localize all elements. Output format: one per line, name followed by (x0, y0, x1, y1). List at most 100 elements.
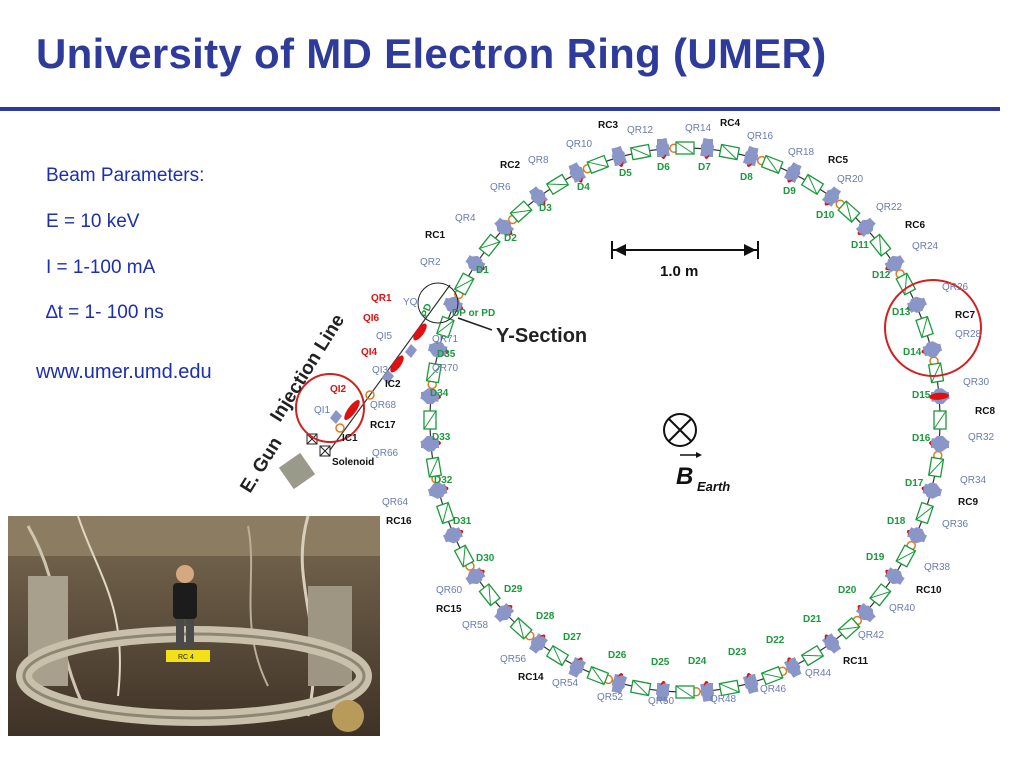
qr-label: QR56 (500, 654, 527, 665)
qr-label: QR58 (462, 620, 489, 631)
title-divider (0, 107, 1000, 111)
quadrupole (884, 255, 904, 272)
qr-label: QR30 (963, 377, 990, 388)
dipole-label: D21 (803, 614, 822, 625)
dipole-stripe (632, 679, 649, 696)
label-yq: YQ (403, 297, 418, 308)
rc-label: RC7 (955, 310, 975, 321)
qr-label: QR18 (788, 147, 815, 158)
quadrupole (783, 162, 801, 181)
dipole-stripe (719, 683, 740, 693)
qr-label: QR46 (760, 684, 787, 695)
injection-quad (405, 344, 417, 358)
dipole-label: D8 (740, 172, 753, 183)
magnetic-field-into-page-icon (663, 413, 702, 458)
dipole-stripe (552, 645, 563, 666)
dipole-label: D4 (577, 182, 590, 193)
qr-label: QR28 (955, 329, 982, 340)
qr-label: QR20 (837, 174, 864, 185)
dipole-label: D35 (437, 349, 456, 360)
label-qr1: QR1 (371, 293, 392, 304)
param-current: I = 1-100 mA (46, 257, 156, 278)
quadrupole (421, 436, 439, 448)
ring-elements (420, 138, 950, 702)
quadrupole (786, 657, 802, 677)
quadrupole (568, 163, 584, 183)
qr-label: QR40 (889, 603, 916, 614)
injection-monitor (365, 390, 375, 400)
label-qi4: QI4 (361, 347, 378, 358)
dipole-stripe (801, 654, 824, 657)
quadrupole (427, 341, 447, 357)
qr-label: QR12 (627, 125, 654, 136)
dipole-stripe (921, 316, 928, 338)
dipole-stripe (591, 666, 605, 685)
dipole-label: D14 (903, 347, 922, 358)
dipole-label: D13 (892, 307, 911, 318)
label-injection-line: Injection Line (266, 311, 349, 426)
quadrupole (528, 188, 546, 207)
dipole-label: D6 (657, 162, 670, 173)
dipole-stripe (546, 183, 569, 186)
dipole-label: D1 (476, 265, 489, 276)
dipole-stripe (428, 457, 439, 478)
quadrupole (611, 675, 628, 695)
injection-quad (330, 410, 342, 424)
rc-label: RC8 (975, 406, 995, 417)
quadrupole (908, 527, 928, 544)
qr-label: QR48 (710, 694, 737, 705)
dipole-stripe (436, 320, 455, 334)
quadrupole (855, 217, 874, 235)
quadrupole (907, 297, 927, 313)
ring-corrector (929, 392, 949, 400)
params-heading: Beam Parameters: (46, 165, 205, 186)
injection-dipole (390, 355, 404, 373)
label-qi3: QI3 (372, 365, 389, 376)
rc7-highlight-circle (884, 279, 982, 377)
umer-website-link[interactable]: www.umer.umd.edu (36, 361, 212, 383)
injection-highlight-circle (295, 373, 365, 443)
label-qi5: QI5 (376, 331, 393, 342)
injection-elements (278, 323, 427, 490)
dipole-label: D19 (866, 552, 885, 563)
dipole-stripe (896, 550, 916, 562)
label-b-earth-symbol: B (676, 463, 693, 490)
dipole-label: D28 (536, 611, 555, 622)
quadrupole (657, 139, 669, 157)
label-solenoid: Solenoid (332, 457, 374, 468)
quadrupole (822, 186, 839, 204)
rc-label: RC4 (720, 118, 740, 129)
dipole-stripe (426, 364, 442, 382)
dipole-label: D7 (698, 162, 711, 173)
dipole-label: D29 (504, 584, 523, 595)
quadrupole (443, 527, 463, 543)
qr-label: QR16 (747, 131, 774, 142)
qr-label: QR44 (805, 668, 832, 679)
param-energy: E = 10 keV (46, 211, 140, 232)
qr-label: QR64 (382, 497, 409, 508)
dipole-stripe (462, 545, 466, 567)
qr-label: QR14 (685, 123, 712, 134)
dipole-label: D18 (887, 516, 906, 527)
qr-label: QR2 (420, 257, 441, 268)
rc-label: RC10 (916, 585, 942, 596)
label-ic1: IC1 (342, 433, 358, 444)
dipole-stripe (479, 241, 501, 250)
param-pulse: ∆t = 1- 100 ns (46, 302, 164, 323)
qr-label: QR34 (960, 475, 987, 486)
label-e-gun: E. Gun (236, 434, 286, 497)
rc-label: RC2 (500, 160, 520, 171)
label-qi6: QI6 (363, 313, 380, 324)
dipole-stripe (488, 583, 492, 606)
electron-gun-icon (278, 452, 316, 490)
qr-label: QR24 (912, 241, 939, 252)
injection-dipole (413, 323, 427, 341)
rc-label: RC1 (425, 230, 445, 241)
dipole-stripe (878, 234, 882, 257)
scale-bar-label: 1.0 m (660, 263, 698, 280)
dipole-stripe (454, 278, 474, 290)
scale-bar (611, 241, 759, 259)
page-title: University of MD Electron Ring (UMER) (36, 30, 827, 77)
quadrupole (742, 145, 759, 165)
y-section-circle (417, 282, 459, 324)
